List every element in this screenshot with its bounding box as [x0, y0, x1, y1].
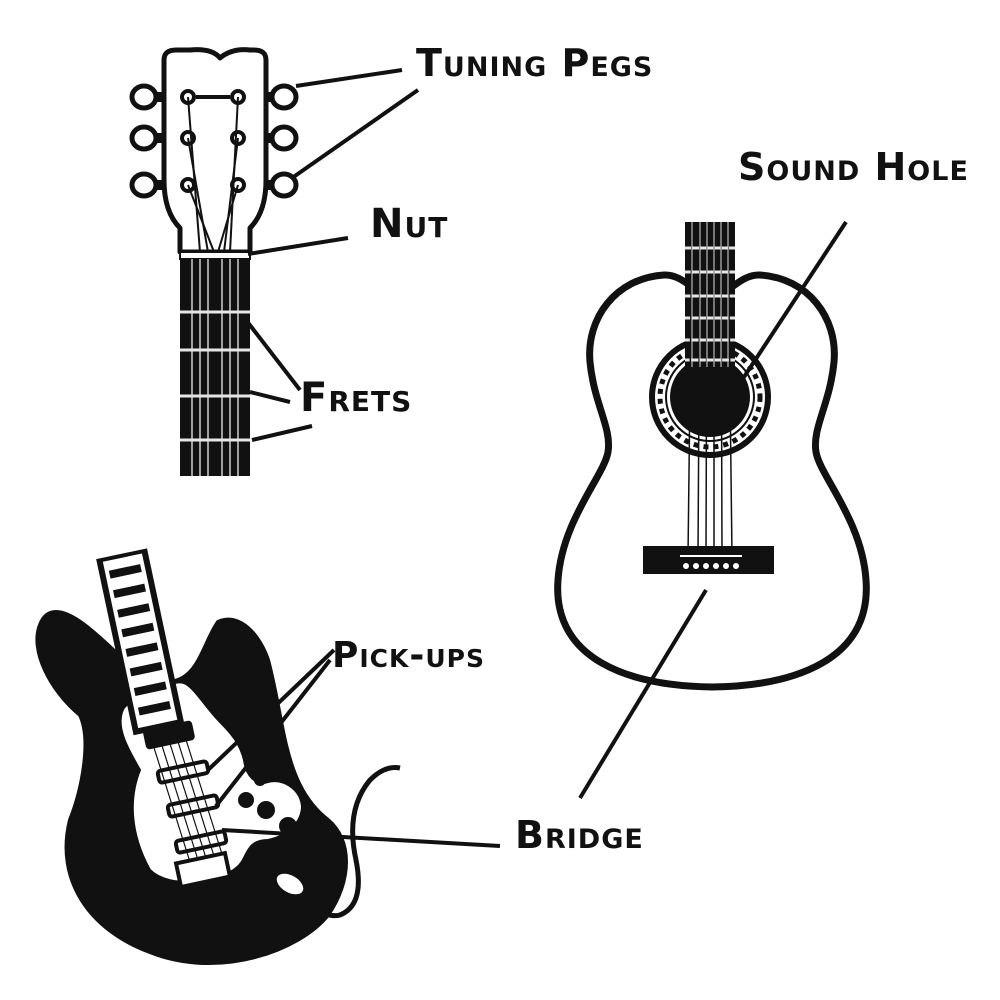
tuning-pegs-right: [264, 83, 299, 199]
control-knobs: [238, 774, 297, 835]
output-jack: [273, 870, 307, 898]
acoustic-body: [554, 271, 870, 691]
nut: [179, 251, 251, 260]
electric-guitar-illustration: [35, 548, 501, 966]
nut-label: Nut: [370, 201, 449, 247]
headstock-strings: [187, 96, 239, 253]
frets: [180, 310, 250, 442]
guitar-cable: [290, 765, 401, 919]
fretboard: [180, 252, 250, 476]
acoustic-guitar-illustration: [554, 220, 870, 800]
headstock: [161, 47, 269, 255]
pick-ups-label: Pick-ups: [332, 635, 485, 676]
sound-hole: [670, 357, 750, 437]
electric-leader-lines: [206, 648, 501, 848]
frets-label: Frets: [300, 375, 413, 421]
sound-hole-label: Sound Hole: [738, 145, 969, 189]
headstock-leader-lines: [244, 68, 420, 442]
tuning-pegs-label: Tuning Pegs: [416, 41, 654, 85]
headstock-illustration: [129, 47, 420, 476]
tuning-pegs-left: [129, 83, 166, 199]
bridge-label: Bridge: [515, 813, 644, 857]
acoustic-leader-lines: [578, 220, 848, 800]
acoustic-bridge: [643, 546, 774, 574]
electric-strings: [149, 726, 223, 863]
